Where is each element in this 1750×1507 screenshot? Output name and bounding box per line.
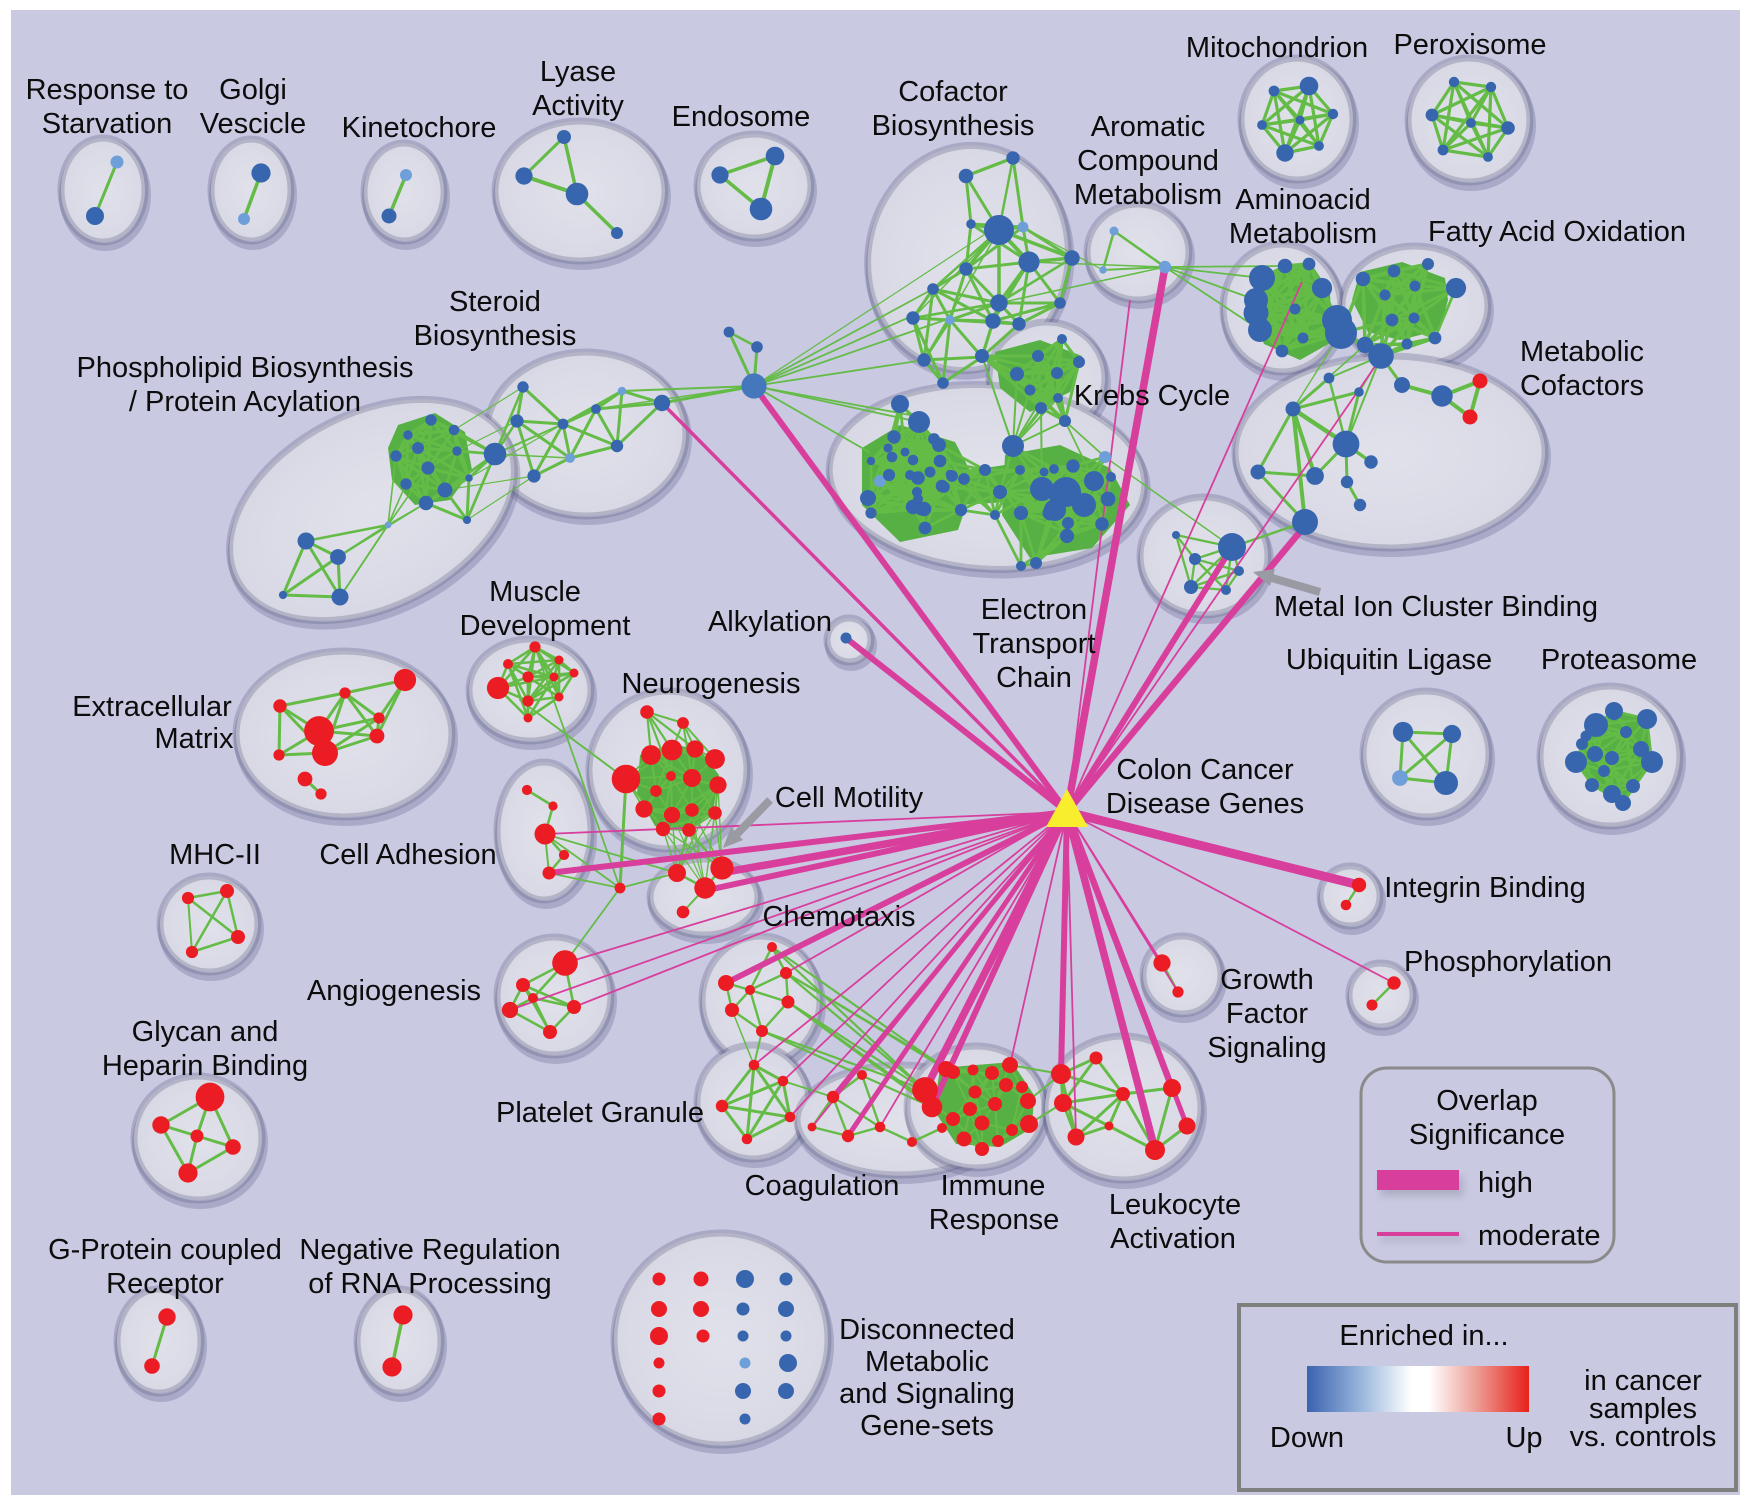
svg-text:Overlap: Overlap <box>1436 1085 1538 1117</box>
svg-text:Response: Response <box>929 1204 1060 1236</box>
svg-text:Development: Development <box>460 610 631 642</box>
svg-text:Gene-sets: Gene-sets <box>860 1410 994 1442</box>
svg-text:Aminoacid: Aminoacid <box>1235 184 1370 216</box>
svg-text:Muscle: Muscle <box>489 576 581 608</box>
svg-text:Coagulation: Coagulation <box>745 1170 900 1202</box>
svg-text:Chemotaxis: Chemotaxis <box>762 901 915 933</box>
svg-text:Phospholipid Biosynthesis: Phospholipid Biosynthesis <box>77 352 414 384</box>
svg-text:Mitochondrion: Mitochondrion <box>1186 32 1368 64</box>
svg-text:Integrin Binding: Integrin Binding <box>1384 872 1586 904</box>
svg-text:Platelet Granule: Platelet Granule <box>496 1097 704 1129</box>
svg-text:Down: Down <box>1270 1422 1344 1454</box>
svg-text:Metabolism: Metabolism <box>1229 218 1377 250</box>
svg-text:moderate: moderate <box>1478 1220 1601 1252</box>
svg-text:Significance: Significance <box>1409 1119 1565 1151</box>
svg-text:Activation: Activation <box>1110 1223 1236 1255</box>
svg-text:Immune: Immune <box>941 1170 1046 1202</box>
svg-text:Angiogenesis: Angiogenesis <box>307 975 481 1007</box>
svg-text:Leukocyte: Leukocyte <box>1109 1189 1241 1221</box>
svg-text:Proteasome: Proteasome <box>1541 644 1697 676</box>
svg-text:Cell Adhesion: Cell Adhesion <box>319 839 496 871</box>
svg-text:Metal Ion Cluster Binding: Metal Ion Cluster Binding <box>1274 591 1598 623</box>
svg-text:and Signaling: and Signaling <box>839 1378 1015 1410</box>
svg-text:Extracellular: Extracellular <box>72 691 232 723</box>
svg-text:Disconnected: Disconnected <box>839 1314 1015 1346</box>
svg-text:Cofactor: Cofactor <box>898 76 1008 108</box>
svg-text:Compound: Compound <box>1077 145 1219 177</box>
svg-text:Kinetochore: Kinetochore <box>342 112 497 144</box>
svg-text:Cell Motility: Cell Motility <box>775 782 924 814</box>
svg-text:Glycan and: Glycan and <box>132 1016 279 1048</box>
svg-text:samples: samples <box>1589 1393 1697 1425</box>
svg-text:Negative Regulation: Negative Regulation <box>299 1234 560 1266</box>
svg-text:Krebs Cycle: Krebs Cycle <box>1074 380 1230 412</box>
svg-text:Lyase: Lyase <box>540 56 616 88</box>
svg-text:Aromatic: Aromatic <box>1091 111 1205 143</box>
svg-text:Alkylation: Alkylation <box>708 606 832 638</box>
svg-text:Up: Up <box>1505 1422 1542 1454</box>
svg-text:Golgi: Golgi <box>219 74 287 106</box>
svg-text:Disease Genes: Disease Genes <box>1106 788 1304 820</box>
svg-text:high: high <box>1478 1167 1533 1199</box>
svg-text:Phosphorylation: Phosphorylation <box>1404 946 1612 978</box>
svg-text:Fatty Acid Oxidation: Fatty Acid Oxidation <box>1428 216 1686 248</box>
svg-text:Metabolism: Metabolism <box>1074 179 1222 211</box>
svg-text:MHC-II: MHC-II <box>169 839 261 871</box>
svg-text:of RNA Processing: of RNA Processing <box>308 1268 551 1300</box>
svg-text:Ubiquitin Ligase: Ubiquitin Ligase <box>1286 644 1492 676</box>
svg-text:Signaling: Signaling <box>1207 1032 1326 1064</box>
svg-text:Cofactors: Cofactors <box>1520 370 1644 402</box>
svg-text:Metabolic: Metabolic <box>865 1346 989 1378</box>
svg-text:Electron: Electron <box>981 594 1087 626</box>
svg-text:/ Protein Acylation: / Protein Acylation <box>129 386 361 418</box>
svg-text:Biosynthesis: Biosynthesis <box>414 320 577 352</box>
svg-text:Activity: Activity <box>532 90 624 122</box>
svg-text:Vescicle: Vescicle <box>200 108 306 140</box>
svg-text:Matrix: Matrix <box>155 723 234 755</box>
svg-text:Factor: Factor <box>1226 998 1309 1030</box>
svg-text:Steroid: Steroid <box>449 286 541 318</box>
svg-text:Peroxisome: Peroxisome <box>1393 29 1546 61</box>
svg-text:Biosynthesis: Biosynthesis <box>872 110 1035 142</box>
svg-text:Enriched in...: Enriched in... <box>1339 1320 1508 1352</box>
svg-text:in cancer: in cancer <box>1584 1365 1702 1397</box>
svg-text:Chain: Chain <box>996 662 1072 694</box>
svg-text:Transport: Transport <box>972 628 1095 660</box>
svg-text:vs. controls: vs. controls <box>1570 1421 1717 1453</box>
svg-text:G-Protein coupled: G-Protein coupled <box>48 1234 282 1266</box>
svg-text:Starvation: Starvation <box>42 108 173 140</box>
svg-text:Endosome: Endosome <box>672 101 811 133</box>
svg-text:Receptor: Receptor <box>106 1268 224 1300</box>
svg-text:Metabolic: Metabolic <box>1520 336 1644 368</box>
svg-text:Heparin Binding: Heparin Binding <box>102 1050 308 1082</box>
svg-text:Colon Cancer: Colon Cancer <box>1116 754 1294 786</box>
svg-text:Neurogenesis: Neurogenesis <box>622 668 801 700</box>
svg-text:Growth: Growth <box>1220 964 1313 996</box>
svg-text:Response to: Response to <box>26 74 189 106</box>
